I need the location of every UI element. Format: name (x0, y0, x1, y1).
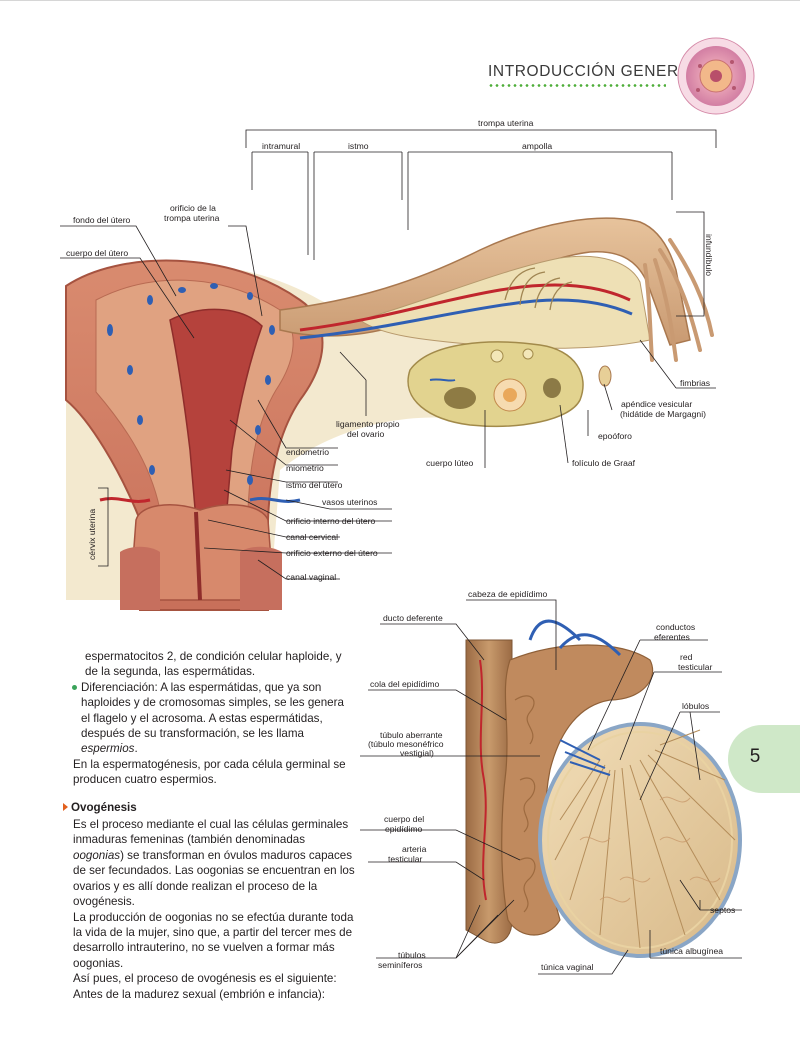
label-cuerpo-epi-2: epidídimo (385, 824, 422, 834)
paragraph-antes: Antes de la madurez sexual (embrión e in… (73, 987, 325, 1001)
chapter-tab (728, 725, 800, 793)
paragraph-espermatogenesis: En la espermatogénesis, por cada célula … (73, 757, 346, 787)
uterus-illustration (65, 259, 470, 611)
label-lobulos: lóbulos (682, 701, 709, 711)
label-conductos-1: conductos (656, 622, 695, 632)
label-orificio-externo: orificio externo del útero (286, 548, 378, 558)
male-labels: cabeza de epidídimo ducto deferente cond… (368, 589, 735, 972)
paragraph-proceso: Así pues, el proceso de ovogénesis es el… (73, 972, 337, 986)
section-dotted-rule (488, 84, 666, 87)
label-trompa-uterina: trompa uterina (478, 118, 534, 128)
female-leader-lines (60, 129, 717, 580)
chapter-number: 5 (749, 746, 761, 767)
label-orificio-trompa-2: trompa uterina (164, 213, 220, 223)
subhead-marker-icon (63, 802, 68, 811)
ovary-illustration (407, 341, 584, 428)
label-arteria-1: arteria (402, 844, 427, 854)
paragraph-definicion-em: oogonias (73, 848, 121, 862)
subhead-text: Ovogénesis (71, 800, 137, 814)
label-orificio-interno: orificio interno del útero (286, 516, 376, 526)
label-septos: septos (710, 905, 735, 915)
testis-illustration (465, 619, 742, 958)
female-labels: trompa uterina intramural istmo ampolla … (66, 118, 714, 582)
bullet-emphasis: espermios (81, 742, 135, 756)
label-foliculo: folículo de Graaf (572, 458, 636, 468)
label-tubulos-1: túbulos (398, 950, 426, 960)
label-conductos-2: eferentes (654, 632, 690, 642)
label-aberrante-3: vestigial) (400, 748, 434, 758)
label-epooforo: epoóforo (598, 431, 632, 441)
label-red-1: red (680, 652, 693, 662)
cell-emblem-icon (677, 37, 755, 115)
label-aberrante-1: túbulo aberrante (380, 730, 443, 740)
label-tunica-vaginal: túnica vaginal (541, 962, 594, 972)
paragraph-definicion-b: ) se transforman en óvulos maduros capac… (73, 848, 355, 909)
bullet-text: Diferenciación: A las espermátidas, que … (81, 680, 344, 741)
paragraph-espermatocitos: espermatocitos 2, de condición celular h… (85, 650, 342, 679)
label-orificio-trompa-1: orificio de la (170, 203, 216, 213)
label-ligamento-1: ligamento propio (336, 419, 400, 429)
label-endometrio: endometrio (286, 447, 329, 457)
label-istmo: istmo (348, 141, 369, 151)
top-rule (0, 0, 800, 1)
paragraph-definicion-a: Es el proceso mediante el cual las célul… (73, 818, 349, 847)
label-arteria-2: testicular (388, 854, 423, 864)
label-vasos-uterinos: vasos uterinos (322, 497, 377, 507)
label-cuerpo-epi-1: cuerpo del (384, 814, 424, 824)
section-title: INTRODUCCIÓN GENERAL (488, 63, 699, 80)
label-ampolla: ampolla (522, 141, 552, 151)
label-apendice-1: apéndice vesicular (621, 399, 692, 409)
label-aberrante-2: (túbulo mesonéfrico (368, 739, 444, 749)
label-istmo-utero: istmo del útero (286, 480, 343, 490)
label-canal-vaginal: canal vaginal (286, 572, 336, 582)
label-tubulos-2: seminíferos (378, 960, 422, 970)
label-intramural: intramural (262, 141, 300, 151)
male-leader-lines (360, 599, 742, 975)
label-fondo-utero: fondo del útero (73, 215, 131, 225)
label-cuerpo-utero: cuerpo del útero (66, 248, 128, 258)
paragraph-produccion: La producción de oogonias no se efectúa … (73, 910, 354, 970)
label-cervix: cérvix uterina (87, 509, 97, 560)
label-red-2: testicular (678, 662, 713, 672)
label-cabeza-epididimo: cabeza de epidídimo (468, 589, 548, 599)
label-cola-epididimo: cola del epidídimo (370, 679, 439, 689)
label-miometrio: miometrio (286, 463, 324, 473)
label-fimbrias: fimbrias (680, 378, 710, 388)
label-ligamento-2: del ovario (347, 429, 384, 439)
label-ducto-deferente: ducto deferente (383, 613, 443, 623)
bullet-dot (72, 684, 77, 690)
label-apendice-2: (hidátide de Margagni) (620, 409, 706, 419)
bullet-end: . (134, 742, 138, 756)
bullet-diferenciacion: Diferenciación: A las espermátidas, que … (63, 680, 355, 757)
label-infundibulo: infundíbulo (704, 234, 714, 276)
label-tunica-albuginea: túnica albugínea (660, 946, 723, 956)
label-canal-cervical: canal cervical (286, 532, 338, 542)
body-text-column: espermatocitos 2, de condición celular h… (63, 649, 355, 1002)
subhead-ovogenesis: Ovogénesis (63, 800, 355, 815)
paragraph-definicion: Es el proceso mediante el cual las célul… (63, 817, 355, 909)
label-cuerpo-luteo: cuerpo lúteo (426, 458, 474, 468)
uterine-tube-illustration (279, 217, 714, 387)
